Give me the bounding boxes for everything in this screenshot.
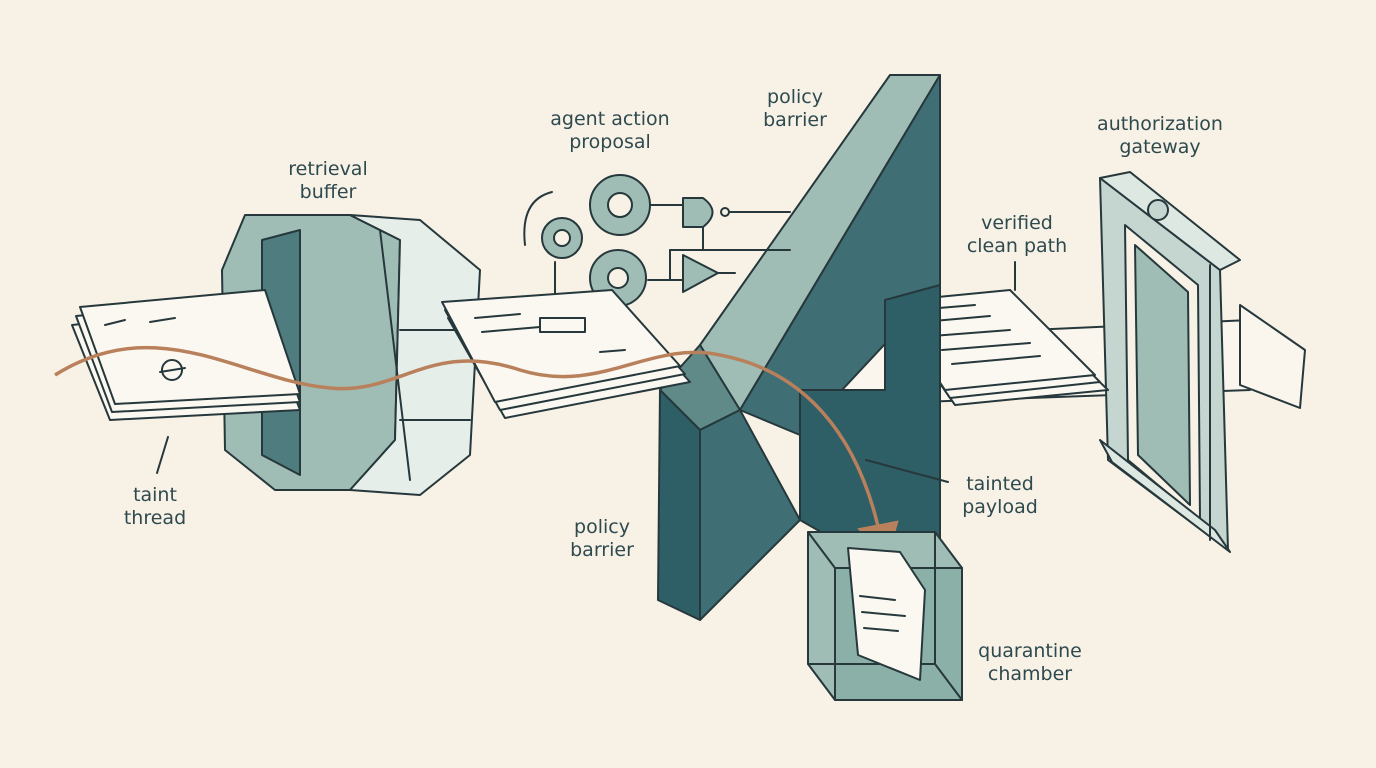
quarantine-chamber-box — [807, 531, 963, 701]
logic-gates — [647, 197, 791, 293]
agent-action-gears — [523, 174, 651, 307]
label-agent-action-proposal: agent action proposal — [550, 108, 670, 153]
label-policy-barrier-top: policy barrier — [763, 86, 827, 131]
taint-thread-line — [54, 345, 899, 566]
label-authorization-gateway: authorization gateway — [1097, 113, 1223, 158]
label-policy-barrier-bottom: policy barrier — [570, 516, 634, 561]
label-quarantine-chamber: quarantine chamber — [978, 640, 1082, 685]
input-documents — [71, 289, 301, 421]
policy-barrier-wall — [657, 74, 941, 621]
label-tainted-payload: tainted payload — [962, 473, 1038, 518]
label-taint-thread: taint thread — [123, 484, 187, 529]
retrieved-documents — [441, 289, 691, 419]
label-retrieval-buffer: retrieval buffer — [288, 158, 368, 203]
leader-lines — [156, 261, 1016, 483]
label-verified-clean-path: verified clean path — [966, 212, 1068, 257]
authorization-gateway — [1099, 171, 1241, 553]
